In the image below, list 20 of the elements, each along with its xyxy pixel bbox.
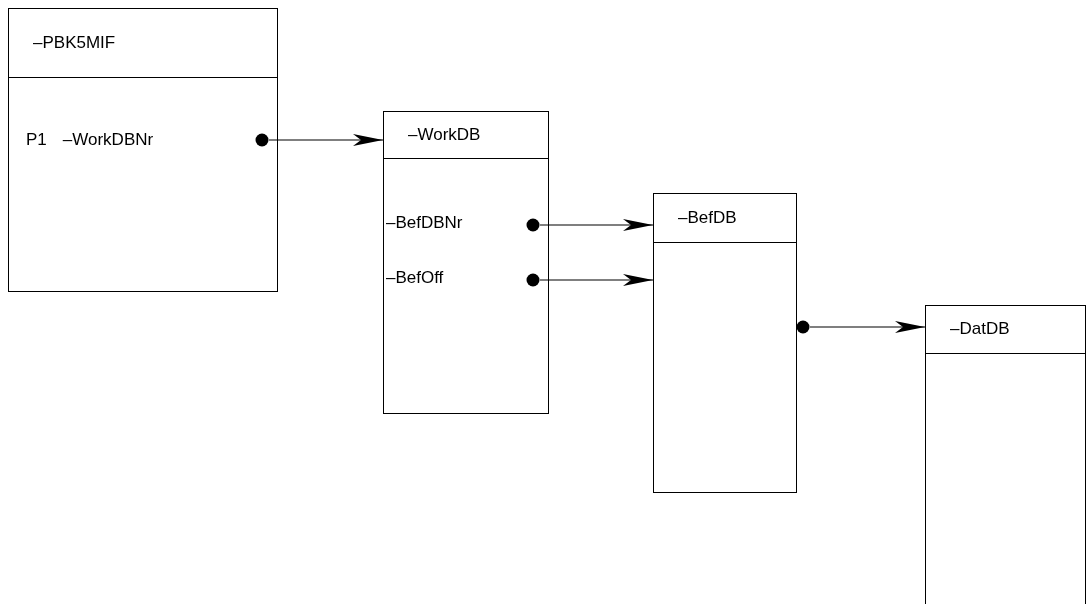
field-label: –BefOff [386,267,444,289]
field-label: –WorkDBNr [62,129,154,151]
record-title: –BefDB [678,206,737,229]
record-title: –DatDB [950,318,1010,340]
arrow [809,321,926,333]
arrow [268,134,384,146]
record-title: –WorkDB [408,123,481,146]
field-label: –BefDBNr [386,212,463,234]
record-box [653,193,797,493]
record-title: –PBK5MIF [33,31,116,54]
connector-dot [526,273,540,287]
field-label: P1 [26,129,47,151]
record-box [8,8,278,292]
record-box [925,305,1086,604]
connector-dot [796,320,810,334]
connector-dot [255,133,269,147]
arrow [539,274,654,286]
record-box [383,111,549,414]
arrow [539,219,654,231]
connector-dot [526,218,540,232]
